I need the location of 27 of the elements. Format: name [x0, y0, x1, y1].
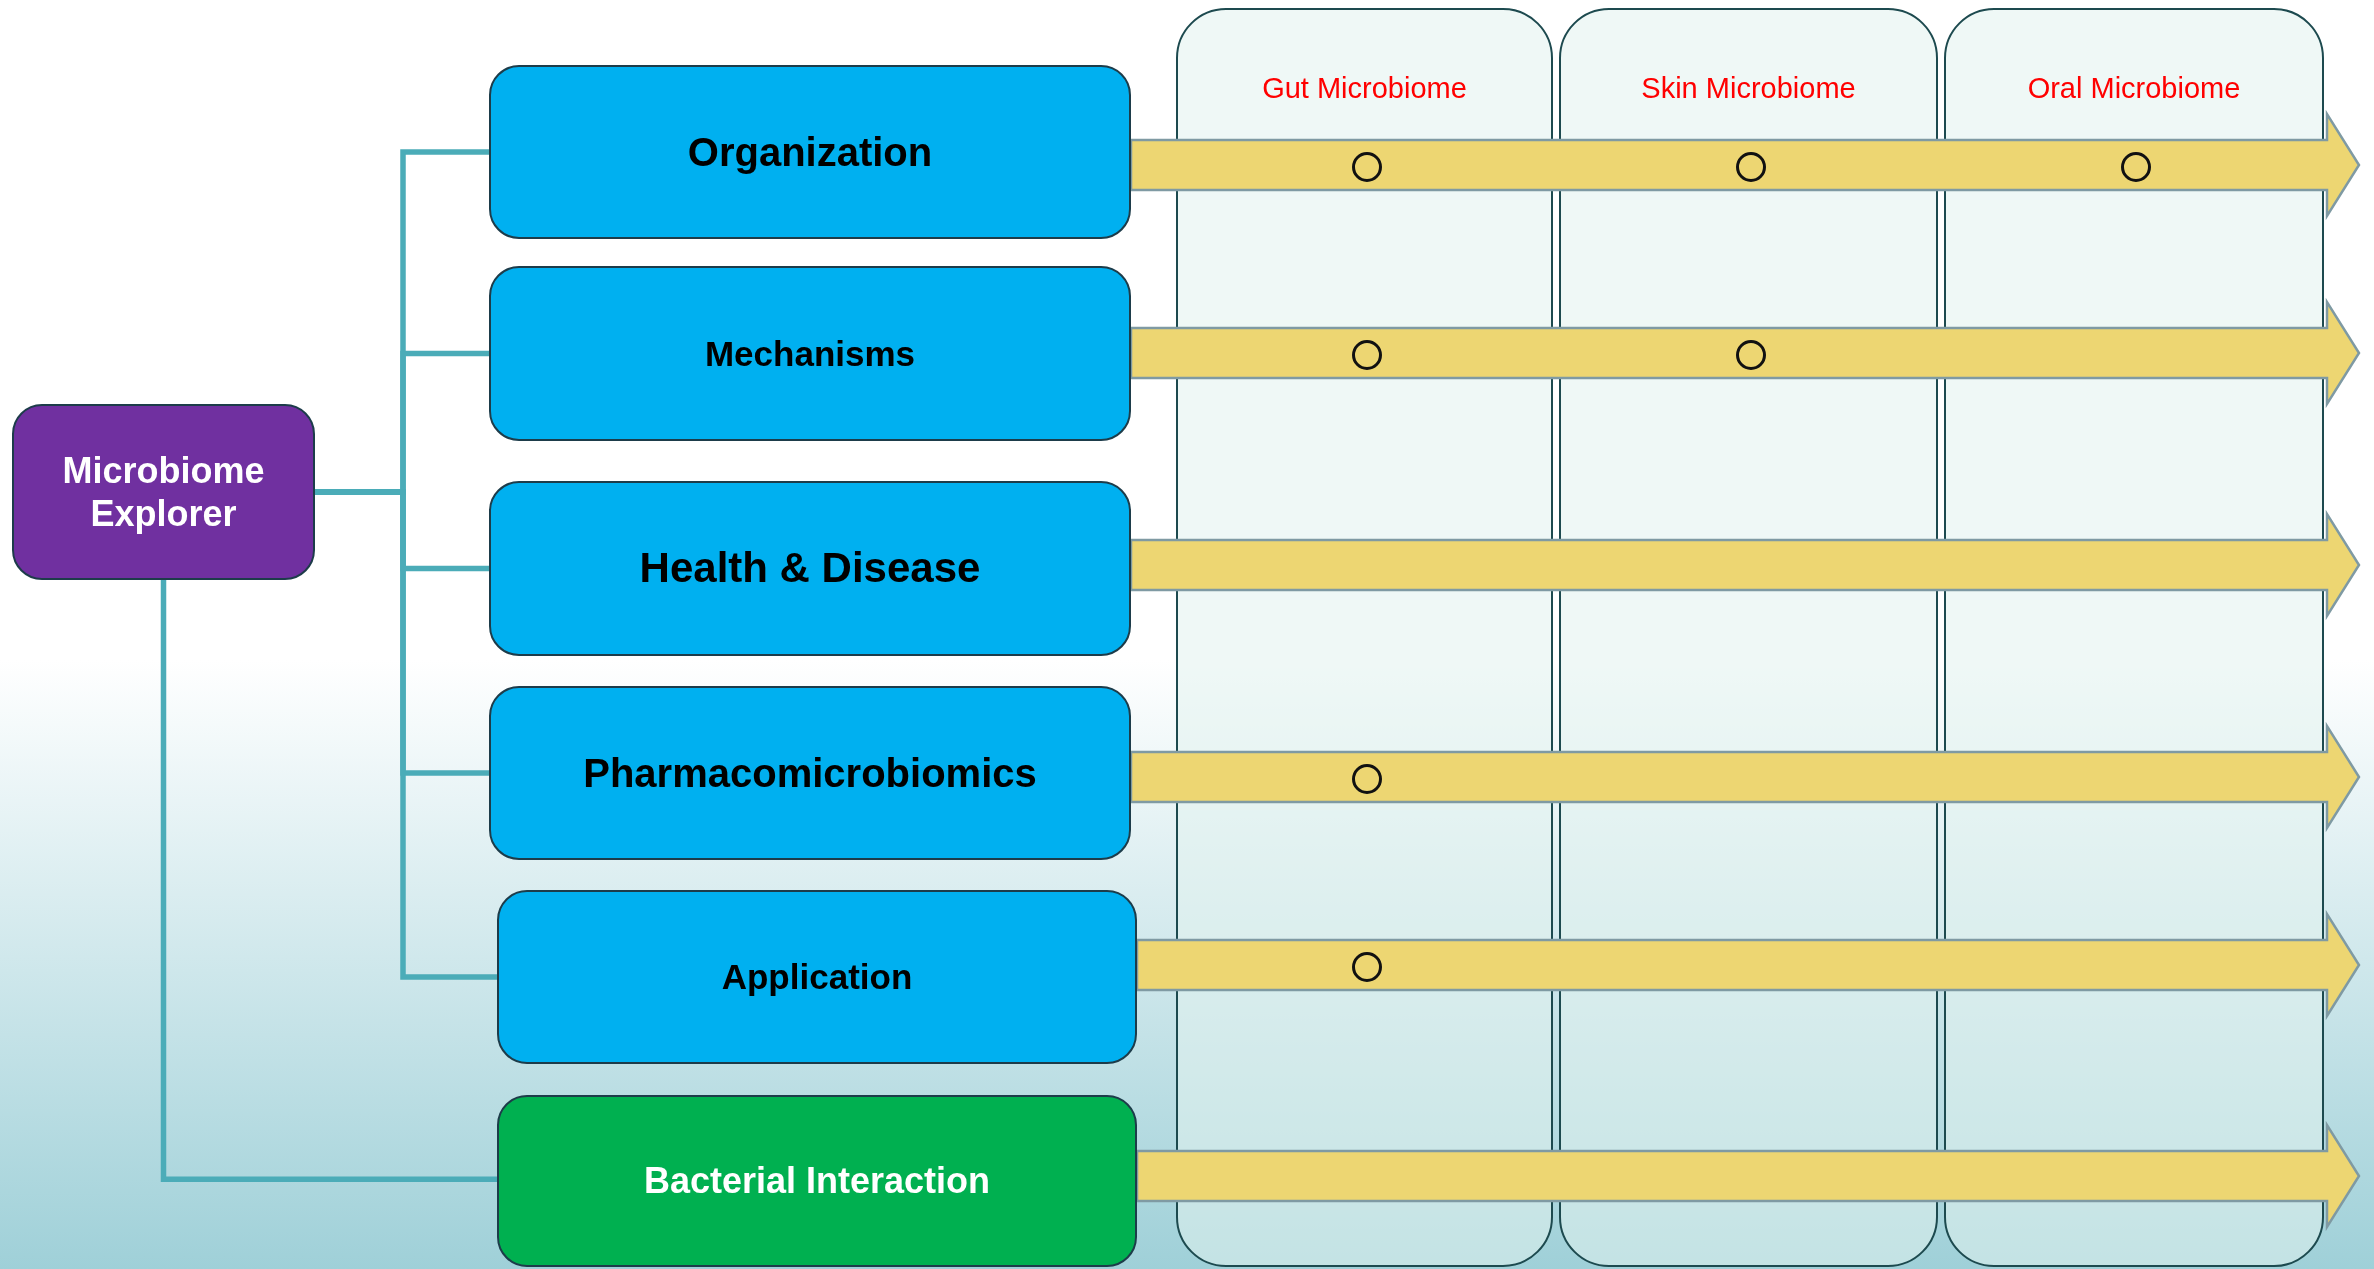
- column-heading: Skin Microbiome: [1640, 72, 1857, 105]
- block-arrow: [1129, 297, 2361, 409]
- block-arrow: [1135, 1120, 2361, 1232]
- block-arrow: [1135, 909, 2361, 1021]
- topic-box: Pharmacomicrobiomics: [489, 686, 1131, 860]
- column-heading: Oral Microbiome: [2026, 72, 2242, 105]
- block-arrow: [1129, 509, 2361, 621]
- circle-mark: [1735, 152, 1766, 182]
- column-panel: [1176, 8, 1553, 1267]
- topic-box: Organization: [489, 65, 1131, 239]
- root-box: Microbiome Explorer: [12, 404, 315, 580]
- connector-line: [160, 580, 497, 1183]
- topic-box: Health & Disease: [489, 481, 1131, 656]
- circle-mark: [1351, 152, 1382, 182]
- circle-mark: [1735, 340, 1766, 370]
- topic-box: Application: [497, 890, 1137, 1064]
- topic-box: Bacterial Interaction: [497, 1095, 1137, 1267]
- circle-mark: [1351, 764, 1382, 794]
- circle-mark: [2121, 152, 2151, 182]
- block-arrow: [1129, 109, 2361, 221]
- circle-mark: [1351, 340, 1382, 370]
- column-heading: Gut Microbiome: [1261, 72, 1468, 105]
- circle-mark: [1351, 952, 1382, 982]
- topic-box: Mechanisms: [489, 266, 1131, 441]
- column-panel: [1944, 8, 2324, 1267]
- column-panel: [1559, 8, 1938, 1267]
- block-arrow: [1129, 721, 2361, 833]
